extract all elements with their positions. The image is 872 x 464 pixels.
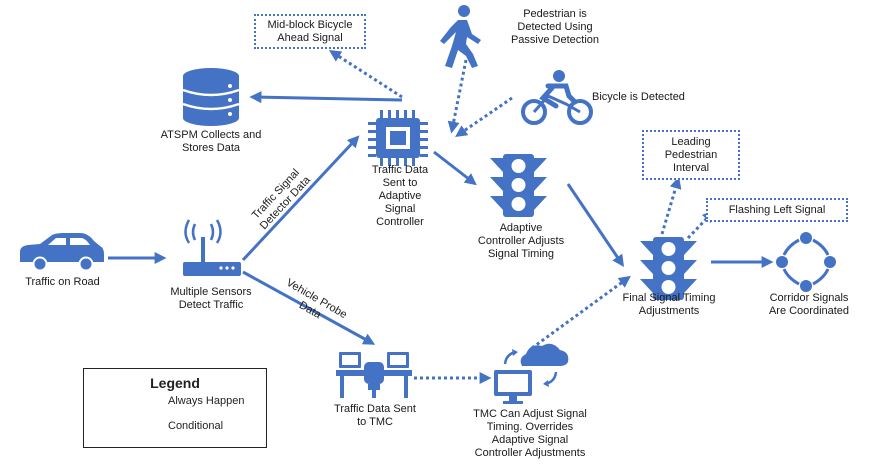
arrow-chip-to-adaptive (433, 150, 477, 186)
tmc-adjust-label: TMC Can Adjust Signal Timing. Overrides … (473, 408, 587, 459)
arrow-bicycle-to-chip (455, 96, 513, 138)
bicycle-label: Bicycle is Detected (592, 91, 685, 103)
car-label: Traffic on Road (25, 276, 100, 288)
atspm-label: ATSPM Collects and Stores Data (160, 129, 262, 154)
traffic-data-label: Traffic Data Sent to Adaptive Signal Con… (371, 164, 429, 228)
legend-solid-label: Always Happen (168, 395, 245, 407)
final-label: Final Signal Timing Adjustments (622, 292, 716, 317)
arrow-pedestrian-to-chip (447, 59, 468, 134)
pedestrian-icon (440, 5, 481, 68)
database-icon (182, 68, 240, 126)
traffic-light-icon (490, 154, 547, 217)
corridor-label: Corridor Signals Are Coordinated (768, 292, 850, 317)
sensors-label: Multiple Sensors Detect Traffic (170, 286, 252, 311)
pedestrian-label: Pedestrian is Detected Using Passive Det… (510, 8, 600, 46)
arrow-sensors-to-tmc (242, 270, 376, 345)
chip-icon (368, 110, 428, 166)
legend: Legend Always Happen Conditional (83, 368, 267, 448)
traffic-light-icon (640, 237, 697, 300)
legend-title: Legend (150, 375, 200, 391)
router-icon (183, 219, 241, 276)
leading-box: Leading Pedestrian Interval (642, 130, 740, 180)
arrow-adjust-to-final (531, 275, 631, 350)
tmc-data-label: Traffic Data Sent to TMC (334, 403, 416, 428)
adaptive-label: Adaptive Controller Adjusts Signal Timin… (477, 222, 565, 260)
control-room-icon (336, 352, 412, 398)
arrow-sensors-to-chip (241, 135, 360, 262)
arrow-final-to-leading (660, 176, 682, 235)
arrow-adaptive-to-final (566, 183, 625, 267)
cloud-monitor-icon (494, 343, 569, 404)
flashing-box: Flashing Left Signal (706, 198, 848, 222)
arrow-chip-to-atspm (249, 91, 403, 104)
cycle-icon (776, 232, 836, 292)
car-icon (20, 233, 104, 272)
arrow-chip-to-midblock (328, 50, 403, 99)
legend-dotted-label: Conditional (168, 420, 224, 432)
bicycle-icon (521, 70, 593, 125)
midblock-box: Mid-block Bicycle Ahead Signal (254, 14, 366, 49)
